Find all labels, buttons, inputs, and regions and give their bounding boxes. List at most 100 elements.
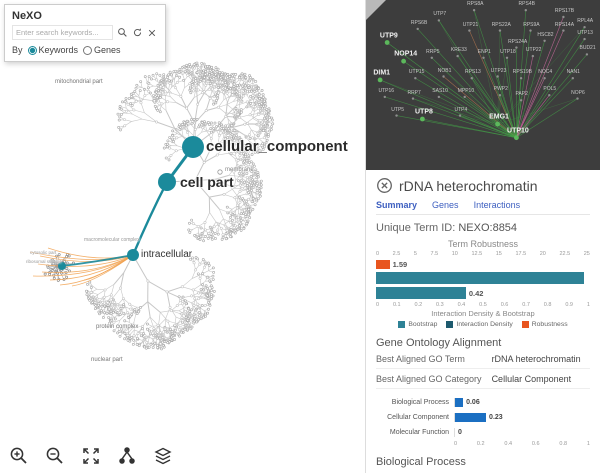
gene-node-label[interactable]: UTP8 xyxy=(414,108,433,116)
gene-node-label[interactable]: UTP23 xyxy=(490,67,507,74)
gene-node-label[interactable]: EMG1 xyxy=(489,113,509,121)
gene-node-label[interactable]: UTP16 xyxy=(378,87,395,94)
bar-interaction-density xyxy=(376,287,466,299)
bar-value-label: 1.59 xyxy=(392,260,408,269)
gene-node-label[interactable]: DIM1 xyxy=(373,69,391,77)
fit-to-screen-button[interactable] xyxy=(78,443,103,468)
radio-keywords-input[interactable] xyxy=(27,45,37,55)
gene-node-label[interactable]: UTP7 xyxy=(433,11,447,18)
gene-node-label[interactable]: RPS9A xyxy=(523,21,540,28)
tab-interactions[interactable]: Interactions xyxy=(473,200,521,210)
axis-tick: 7.5 xyxy=(430,251,439,257)
radio-genes-input[interactable] xyxy=(83,45,93,55)
search-input[interactable] xyxy=(12,25,113,40)
tree-node-label[interactable]: ribosomal subunit xyxy=(26,259,62,264)
radio-genes-label: Genes xyxy=(94,45,121,55)
gene-node-label[interactable]: UTP13 xyxy=(577,30,593,37)
search-icon[interactable] xyxy=(116,27,128,39)
tree-node-label[interactable]: protein complex xyxy=(96,324,139,330)
zoom-out-button[interactable] xyxy=(42,443,67,468)
gene-node-label[interactable]: HSC82 xyxy=(537,31,554,38)
tab-genes[interactable]: Genes xyxy=(432,200,459,210)
gene-node-label[interactable]: RPS19B xyxy=(512,69,532,76)
axis-tick: 2.5 xyxy=(392,251,401,257)
layers-button[interactable] xyxy=(150,443,175,468)
go-chart-bar-area: 0.06 xyxy=(454,398,590,407)
gene-node-label[interactable]: RPS24A xyxy=(508,38,528,45)
tree-node-label[interactable]: cytosolic part xyxy=(30,250,57,255)
gene-node-label[interactable]: BUD21 xyxy=(579,45,596,52)
gene-node-label[interactable]: NAN1 xyxy=(566,69,580,76)
tree-node-label[interactable]: membrane xyxy=(225,167,254,173)
tree-node-label[interactable]: macromolecular complex xyxy=(84,237,140,243)
ontology-tree-canvas[interactable] xyxy=(0,0,365,473)
gene-node-label[interactable]: RPS6B xyxy=(410,19,428,26)
detail-tabs: Summary Genes Interactions xyxy=(376,200,590,215)
hierarchy-depth-button[interactable] xyxy=(114,443,139,468)
axis-tick: 0.8 xyxy=(559,441,568,447)
gene-node-label[interactable]: RPS22A xyxy=(491,21,511,28)
gene-node-label[interactable]: NOP6 xyxy=(571,89,585,96)
axis-tick: 25 xyxy=(583,251,590,257)
bar-value-label: 0.42 xyxy=(468,288,484,298)
gene-node-label[interactable]: RRP7 xyxy=(407,89,421,96)
gene-node-label[interactable]: NOB1 xyxy=(437,67,452,74)
gene-node-label[interactable]: POL5 xyxy=(543,86,557,93)
close-icon[interactable] xyxy=(376,177,393,194)
gene-node-label[interactable]: UTP21 xyxy=(462,21,479,28)
gene-node-label[interactable]: UTP9 xyxy=(379,32,398,39)
gene-node-label[interactable]: UTP10 xyxy=(507,127,529,135)
gene-node-label[interactable]: KRE33 xyxy=(450,47,467,54)
axis-tick: 1 xyxy=(586,302,590,308)
zoom-in-button[interactable] xyxy=(6,443,31,468)
axis-tick: 0.9 xyxy=(565,302,573,308)
gene-node-label[interactable]: RPS4B xyxy=(518,1,535,8)
gene-node-label[interactable]: NOP14 xyxy=(394,50,418,58)
gene-node-label[interactable]: UTP15 xyxy=(408,69,425,76)
tree-node-label[interactable]: cell part xyxy=(180,174,234,190)
tab-summary[interactable]: Summary xyxy=(376,200,418,210)
axis-tick: 22.5 xyxy=(559,251,571,257)
gene-node-label[interactable]: UTP22 xyxy=(525,47,542,54)
reset-icon[interactable] xyxy=(131,27,143,39)
tree-node-label[interactable]: cellular_component xyxy=(206,138,348,155)
axis-tick: 20 xyxy=(539,251,546,257)
clear-icon[interactable] xyxy=(146,27,158,39)
gene-network-canvas[interactable] xyxy=(366,0,600,170)
gene-node-label[interactable]: RPS14A xyxy=(554,21,575,28)
gene-node-label[interactable]: PAP2 xyxy=(515,91,528,98)
tree-node-label[interactable]: intracellular xyxy=(141,249,193,260)
unique-term-id-value: NEXO:8854 xyxy=(458,222,518,234)
gene-node-label[interactable]: RPS8A xyxy=(467,1,484,8)
gene-node-label[interactable]: SAS10 xyxy=(432,87,448,94)
gene-node-label[interactable]: RPS13 xyxy=(464,69,481,76)
gene-node-label[interactable]: NOC4 xyxy=(538,69,553,76)
axis-tick: 0 xyxy=(376,302,380,308)
gene-node-label[interactable]: RRP5 xyxy=(426,48,440,55)
tree-node-label[interactable]: nuclear part xyxy=(91,357,123,363)
gene-node-label[interactable]: PWP2 xyxy=(493,86,508,93)
app-title: NeXO xyxy=(12,10,42,22)
biological-process-heading: Biological Process xyxy=(376,456,466,468)
gene-node-label[interactable]: UTP4 xyxy=(454,106,468,113)
radio-keywords[interactable]: Keywords xyxy=(27,45,78,55)
gene-node-label[interactable]: MPP10 xyxy=(457,87,475,94)
gene-node-label[interactable]: RPS17B xyxy=(554,8,575,14)
legend-swatch xyxy=(446,321,454,328)
gene-node-label[interactable]: ENP1 xyxy=(477,48,491,55)
axis-tick: 0.6 xyxy=(531,441,540,447)
axis-tick: 0.2 xyxy=(476,441,485,447)
tree-node-label[interactable]: mitochondrial part xyxy=(55,79,103,85)
go-chart-bar-area: 0.23 xyxy=(454,413,590,422)
gene-node-label[interactable]: RPL4A xyxy=(577,18,594,25)
radio-genes[interactable]: Genes xyxy=(83,45,121,55)
gene-node-label[interactable]: UTP18 xyxy=(500,48,516,55)
go-chart-value: 0.23 xyxy=(489,414,503,421)
gene-node-label[interactable]: UTP5 xyxy=(391,106,405,113)
